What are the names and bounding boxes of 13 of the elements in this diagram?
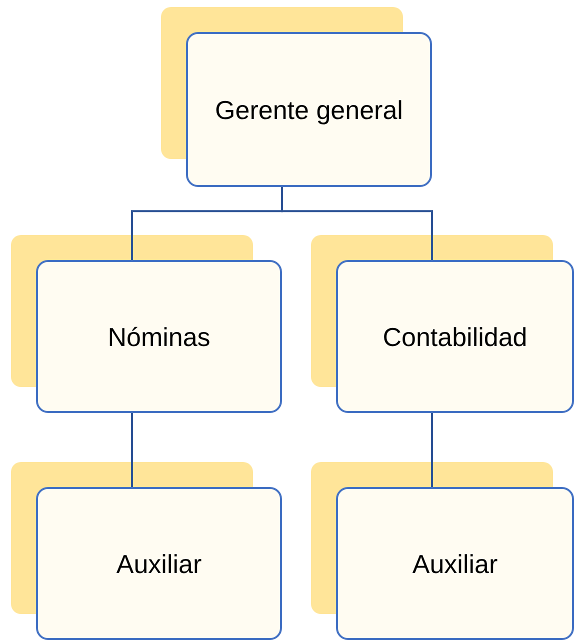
connector-line <box>431 413 433 487</box>
box-label: Gerente general <box>215 94 403 126</box>
box-label: Contabilidad <box>382 320 528 354</box>
connector-line <box>131 413 133 487</box>
org-box <box>336 260 574 413</box>
org-box <box>36 487 282 640</box>
connector-line <box>281 187 433 260</box>
box-label: Nóminas <box>108 320 210 354</box>
org-box <box>336 487 574 640</box>
box-label: Auxiliar <box>116 548 202 580</box>
org-box <box>186 32 432 187</box>
org-box <box>36 260 282 413</box>
box-label: Auxiliar <box>412 548 498 580</box>
